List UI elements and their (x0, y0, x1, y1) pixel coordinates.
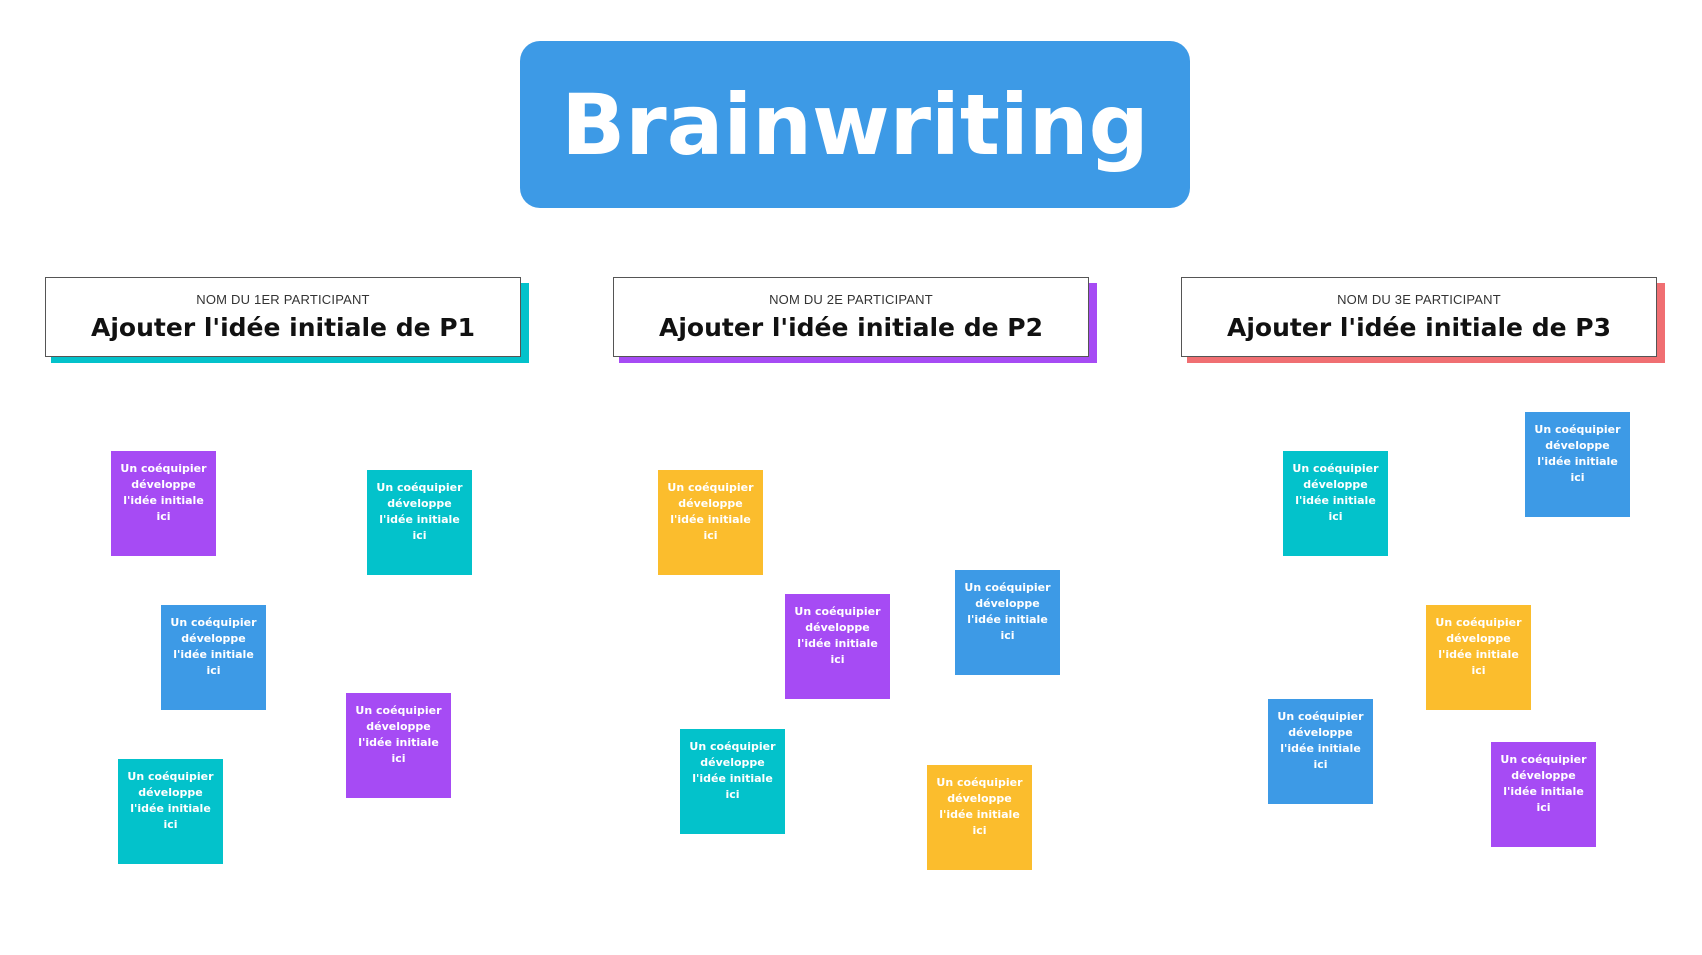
note-line: Un coéquipier (355, 704, 442, 717)
note-line: Un coéquipier (376, 481, 463, 494)
participant-card-3[interactable]: NOM DU 3E PARTICIPANT Ajouter l'idée ini… (1181, 277, 1665, 363)
note-line: développe (181, 632, 246, 645)
sticky-note[interactable]: Un coéquipier développe l'idée initiale … (111, 451, 216, 556)
initial-idea-text[interactable]: Ajouter l'idée initiale de P2 (659, 313, 1043, 342)
note-line: développe (138, 786, 203, 799)
sticky-note[interactable]: Un coéquipier développe l'idée initiale … (927, 765, 1032, 870)
note-line: l'idée initiale ici (1280, 742, 1361, 771)
page-title: Brainwriting (561, 75, 1149, 174)
initial-idea-text[interactable]: Ajouter l'idée initiale de P3 (1227, 313, 1611, 342)
card-body: NOM DU 3E PARTICIPANT Ajouter l'idée ini… (1181, 277, 1657, 357)
note-line: l'idée initiale ici (967, 613, 1048, 642)
sticky-note[interactable]: Un coéquipier développe l'idée initiale … (118, 759, 223, 864)
participant-card-1[interactable]: NOM DU 1ER PARTICIPANT Ajouter l'idée in… (45, 277, 529, 363)
sticky-note[interactable]: Un coéquipier développe l'idée initiale … (1491, 742, 1596, 847)
note-line: Un coéquipier (1500, 753, 1587, 766)
initial-idea-text[interactable]: Ajouter l'idée initiale de P1 (91, 313, 475, 342)
sticky-note[interactable]: Un coéquipier développe l'idée initiale … (1268, 699, 1373, 804)
note-line: l'idée initiale ici (130, 802, 211, 831)
note-line: l'idée initiale ici (123, 494, 204, 523)
note-line: développe (805, 621, 870, 634)
note-line: développe (700, 756, 765, 769)
note-line: développe (1288, 726, 1353, 739)
note-line: développe (947, 792, 1012, 805)
note-line: l'idée initiale ici (939, 808, 1020, 837)
card-body: NOM DU 2E PARTICIPANT Ajouter l'idée ini… (613, 277, 1089, 357)
note-line: Un coéquipier (964, 581, 1051, 594)
note-line: l'idée initiale ici (797, 637, 878, 666)
note-line: Un coéquipier (120, 462, 207, 475)
note-line: Un coéquipier (170, 616, 257, 629)
note-line: développe (366, 720, 431, 733)
note-line: Un coéquipier (1277, 710, 1364, 723)
note-line: Un coéquipier (1435, 616, 1522, 629)
sticky-note[interactable]: Un coéquipier développe l'idée initiale … (680, 729, 785, 834)
participant-card-2[interactable]: NOM DU 2E PARTICIPANT Ajouter l'idée ini… (613, 277, 1097, 363)
sticky-note[interactable]: Un coéquipier développe l'idée initiale … (1426, 605, 1531, 710)
note-line: Un coéquipier (667, 481, 754, 494)
sticky-note[interactable]: Un coéquipier développe l'idée initiale … (1525, 412, 1630, 517)
note-line: Un coéquipier (1534, 423, 1621, 436)
title-banner: Brainwriting (520, 41, 1190, 208)
sticky-note[interactable]: Un coéquipier développe l'idée initiale … (161, 605, 266, 710)
note-line: développe (678, 497, 743, 510)
note-line: l'idée initiale ici (173, 648, 254, 677)
note-line: développe (1545, 439, 1610, 452)
note-line: Un coéquipier (127, 770, 214, 783)
note-line: développe (975, 597, 1040, 610)
note-line: l'idée initiale ici (1537, 455, 1618, 484)
note-line: l'idée initiale ici (670, 513, 751, 542)
note-line: développe (131, 478, 196, 491)
sticky-note[interactable]: Un coéquipier développe l'idée initiale … (955, 570, 1060, 675)
note-line: Un coéquipier (1292, 462, 1379, 475)
participant-name-label: NOM DU 1ER PARTICIPANT (196, 292, 370, 307)
sticky-note[interactable]: Un coéquipier développe l'idée initiale … (1283, 451, 1388, 556)
note-line: l'idée initiale ici (358, 736, 439, 765)
participant-name-label: NOM DU 3E PARTICIPANT (1337, 292, 1501, 307)
sticky-note[interactable]: Un coéquipier développe l'idée initiale … (785, 594, 890, 699)
note-line: Un coéquipier (689, 740, 776, 753)
note-line: développe (1446, 632, 1511, 645)
note-line: l'idée initiale ici (1503, 785, 1584, 814)
note-line: développe (1303, 478, 1368, 491)
sticky-note[interactable]: Un coéquipier développe l'idée initiale … (367, 470, 472, 575)
note-line: Un coéquipier (936, 776, 1023, 789)
sticky-note[interactable]: Un coéquipier développe l'idée initiale … (346, 693, 451, 798)
note-line: développe (1511, 769, 1576, 782)
note-line: développe (387, 497, 452, 510)
note-line: l'idée initiale ici (1438, 648, 1519, 677)
participant-name-label: NOM DU 2E PARTICIPANT (769, 292, 933, 307)
sticky-note[interactable]: Un coéquipier développe l'idée initiale … (658, 470, 763, 575)
note-line: Un coéquipier (794, 605, 881, 618)
note-line: l'idée initiale ici (692, 772, 773, 801)
note-line: l'idée initiale ici (379, 513, 460, 542)
card-body: NOM DU 1ER PARTICIPANT Ajouter l'idée in… (45, 277, 521, 357)
note-line: l'idée initiale ici (1295, 494, 1376, 523)
